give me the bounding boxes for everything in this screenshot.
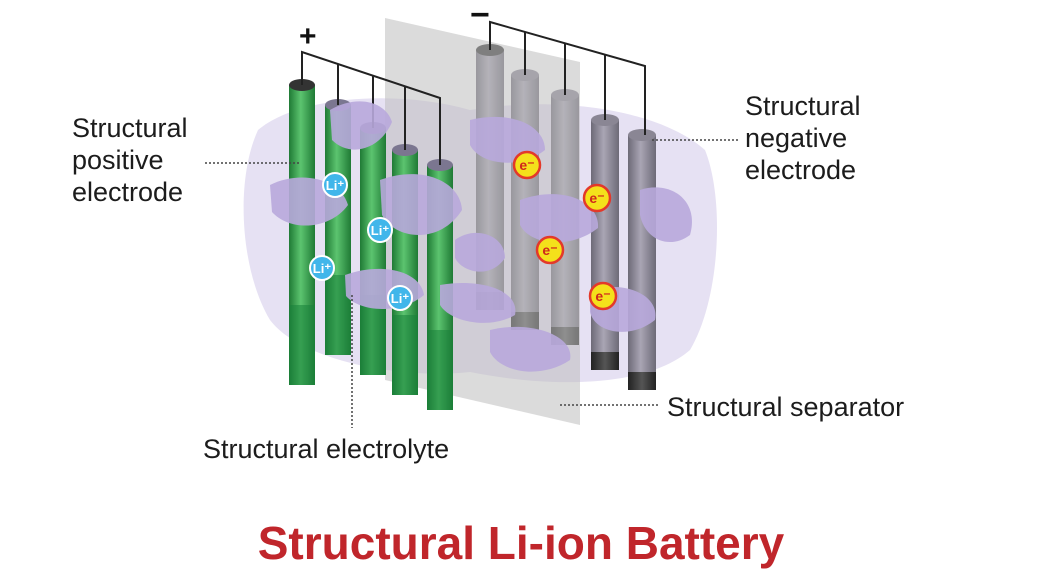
negative-terminal-sign: − [470, 0, 490, 34]
lithium-ion-marker: Li⁺ [367, 217, 393, 243]
lithium-ion-circle [367, 217, 393, 243]
electron-circle [582, 183, 612, 213]
electrolyte-blob [455, 232, 505, 272]
lithium-ion-label: Li⁺ [313, 261, 332, 276]
electrolyte-blob [330, 101, 392, 150]
lithium-ion-marker: Li⁺ [322, 172, 348, 198]
electron-marker: e⁻ [582, 183, 612, 213]
electrolyte-blob [490, 326, 571, 372]
positive-rod-lower [427, 330, 453, 410]
electron-label: e⁻ [542, 242, 557, 258]
electron-label: e⁻ [595, 288, 610, 304]
electron-marker: e⁻ [535, 235, 565, 265]
lithium-ion-label: Li⁺ [371, 223, 390, 238]
positive-terminal-sign: + [299, 20, 317, 53]
electrolyte-blob [440, 283, 516, 323]
lithium-ion-circle [309, 255, 335, 281]
lithium-ion-label: Li⁺ [326, 178, 345, 193]
lithium-ion-label: Li⁺ [391, 291, 410, 306]
negative-rod-base [628, 372, 656, 390]
lithium-ion-circle [387, 285, 413, 311]
electron-circle [588, 281, 618, 311]
separator-label: Structural separator [667, 392, 905, 422]
negative-electrode-label: Structural negative electrode [745, 91, 861, 185]
electrolyte-blob [640, 187, 692, 243]
electron-circle [512, 150, 542, 180]
electrolyte-label: Structural electrolyte [203, 434, 450, 464]
positive-rod-lower [392, 315, 418, 395]
electron-circle [535, 235, 565, 265]
lithium-ion-circle [322, 172, 348, 198]
negative-rod-base [591, 352, 619, 370]
positive-rod-lower [289, 305, 315, 385]
negative-electrode-rod [591, 120, 619, 370]
electron-label: e⁻ [589, 190, 604, 206]
negative-rod-cap [628, 129, 656, 141]
electron-label: e⁻ [519, 157, 534, 173]
lithium-ion-marker: Li⁺ [387, 285, 413, 311]
positive-electrode-label: Structural positive electrode [72, 113, 188, 207]
negative-wire [489, 20, 646, 135]
negative-electrode-rod [628, 135, 656, 390]
lithium-ion-marker: Li⁺ [309, 255, 335, 281]
electrolyte-blob [520, 194, 599, 243]
electrolyte-blob [380, 174, 462, 235]
electron-marker: e⁻ [512, 150, 542, 180]
diagram-title: Structural Li-ion Battery [257, 517, 785, 569]
positive-wire [301, 50, 441, 165]
electron-marker: e⁻ [588, 281, 618, 311]
